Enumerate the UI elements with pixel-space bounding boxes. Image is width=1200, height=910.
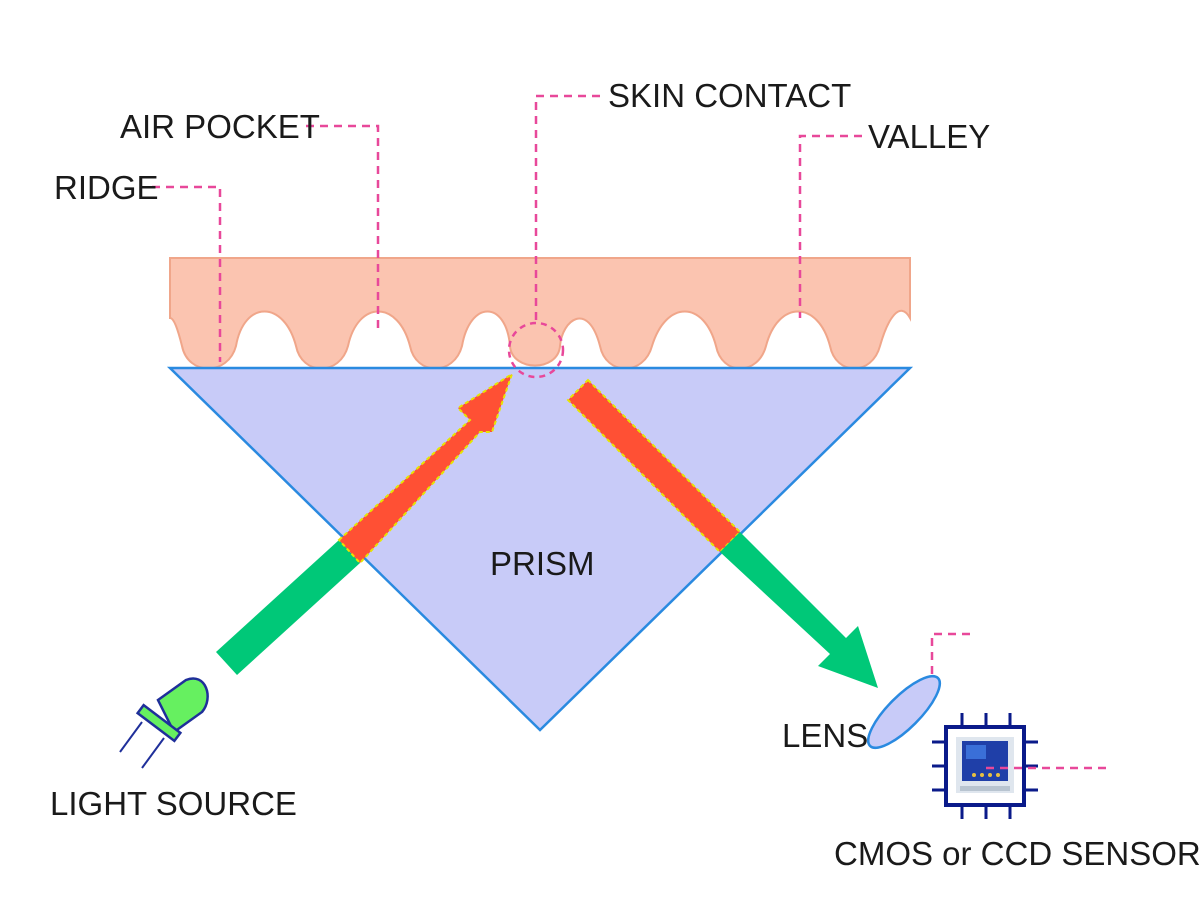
label-sensor: CMOS or CCD SENSOR xyxy=(834,835,1200,872)
leader-valley xyxy=(798,134,862,318)
label-air-pocket: AIR POCKET xyxy=(120,108,320,145)
skin-contact-marker xyxy=(507,321,565,379)
label-prism: PRISM xyxy=(490,545,595,582)
incident-beam xyxy=(216,371,514,675)
label-lens: LENS xyxy=(782,717,868,754)
leader-ridge xyxy=(152,185,222,362)
leader-air-pocket xyxy=(306,124,380,330)
reflected-beam xyxy=(566,378,878,688)
incident-beam-arrow xyxy=(337,371,514,565)
label-ridge: RIDGE xyxy=(54,169,159,206)
label-skin-contact: SKIN CONTACT xyxy=(608,77,851,114)
lens-shape xyxy=(866,674,942,750)
reflected-beam-arrow xyxy=(720,532,878,688)
leader-skin-contact xyxy=(534,94,600,326)
label-valley: VALLEY xyxy=(868,118,990,155)
skin-layer xyxy=(169,257,911,370)
label-light-source: LIGHT SOURCE xyxy=(50,785,297,822)
led-light-source-icon xyxy=(119,677,209,769)
leader-lens xyxy=(930,632,970,676)
leader-lines xyxy=(152,94,1112,770)
sensor-chip-icon xyxy=(932,713,1038,819)
